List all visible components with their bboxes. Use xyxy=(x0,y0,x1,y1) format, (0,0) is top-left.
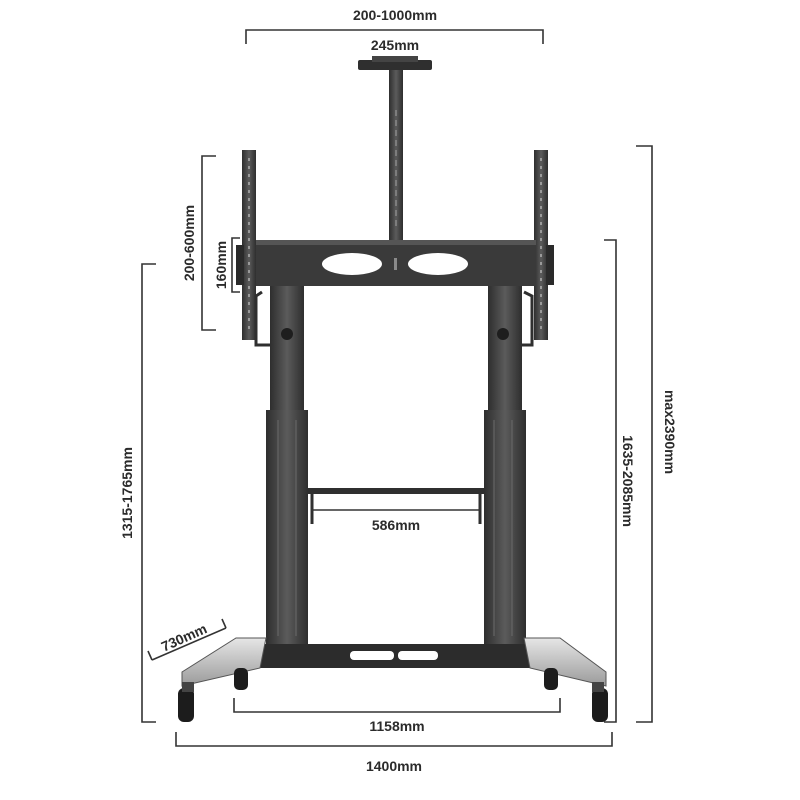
label-vesa-vertical: 200-600mm xyxy=(181,205,197,281)
dim-screen-center-height: 1635-2085mm xyxy=(604,239,636,723)
dim-vesa-horizontal: 200-1000mm xyxy=(245,7,544,44)
wheel-front-right xyxy=(592,682,608,722)
dim-shelf-width: 586mm xyxy=(311,500,481,533)
dim-max-height: max2390mm xyxy=(636,145,678,723)
wheel-back-left xyxy=(234,668,248,690)
column-left xyxy=(266,286,308,644)
top-shelf xyxy=(358,56,432,240)
wheel-back-right xyxy=(544,668,558,690)
label-base-depth: 730mm xyxy=(159,620,210,654)
label-overall-width: 1400mm xyxy=(366,758,422,774)
wheel-front-left xyxy=(178,682,194,722)
vesa-arm-right xyxy=(534,150,554,340)
dim-overall-width: 1400mm xyxy=(175,732,613,774)
label-max-height: max2390mm xyxy=(662,390,678,474)
dim-wheelbase: 1158mm xyxy=(233,698,561,734)
label-shelf-width: 586mm xyxy=(372,517,420,533)
column-right xyxy=(484,286,526,644)
mount-rail xyxy=(256,240,536,286)
label-floor-to-mount: 1315-1765mm xyxy=(119,447,135,539)
label-bracket-height: 160mm xyxy=(213,241,229,289)
dim-vesa-vertical: 200-600mm xyxy=(181,155,216,331)
tv-stand xyxy=(178,56,608,722)
vesa-arm-left xyxy=(236,150,256,340)
base xyxy=(181,637,607,687)
label-top-shelf-width: 245mm xyxy=(371,37,419,53)
dim-top-shelf: 245mm xyxy=(371,37,419,53)
dim-floor-to-mount: 1315-1765mm xyxy=(119,263,156,723)
label-wheelbase: 1158mm xyxy=(369,718,424,734)
dim-bracket-height: 160mm xyxy=(213,237,240,293)
label-screen-center-height: 1635-2085mm xyxy=(620,435,636,527)
label-vesa-horizontal: 200-1000mm xyxy=(353,7,437,23)
